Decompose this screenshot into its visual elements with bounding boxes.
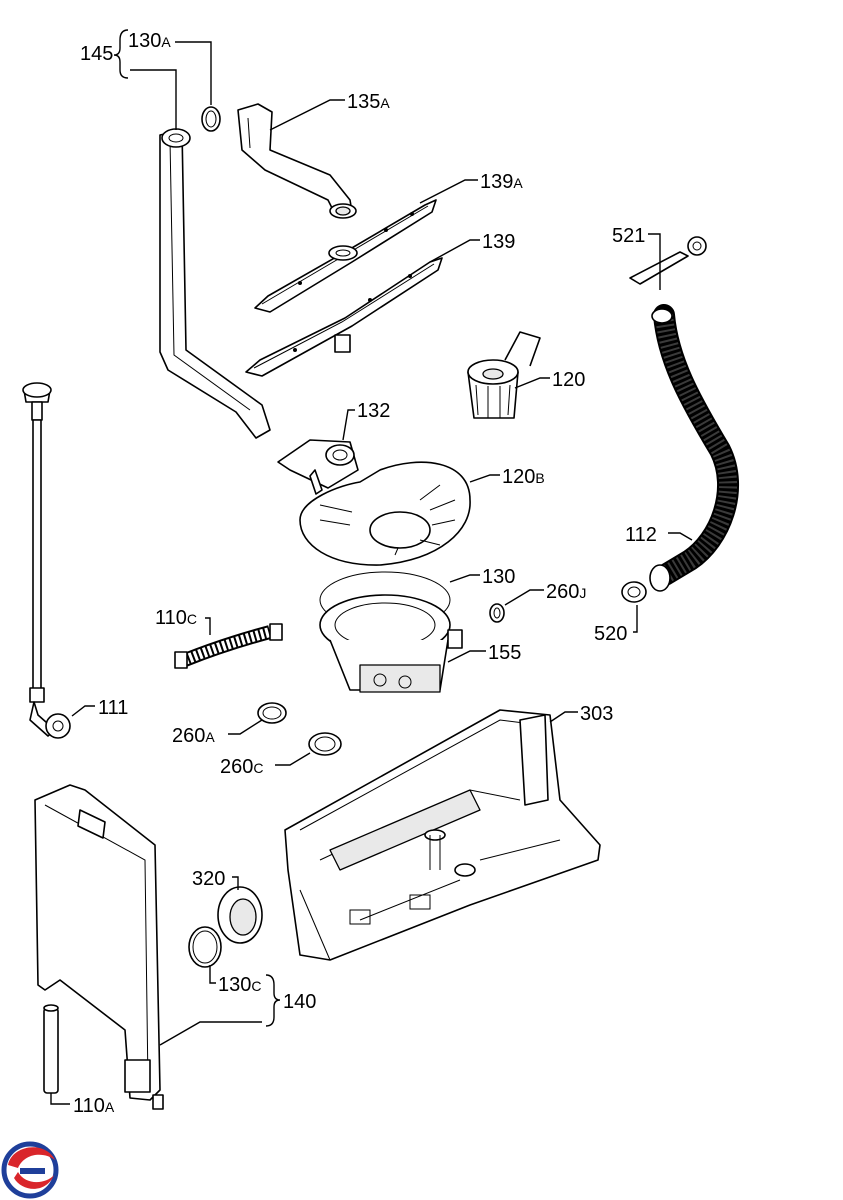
label-303: 303 [580, 703, 613, 725]
part-111-inlet-hose [22, 382, 71, 739]
part-155-sump [319, 594, 463, 693]
part-140-tank [34, 784, 164, 1110]
label-260a: 260A [172, 725, 215, 747]
callout-labels: 145 130A 135A 139A 139 521 120 132 120B … [73, 30, 657, 1117]
part-139-lower-spray-arm [245, 257, 443, 377]
label-260j: 260J [546, 581, 586, 603]
label-130a: 130A [128, 30, 171, 52]
label-520: 520 [594, 623, 627, 645]
label-155: 155 [488, 642, 521, 664]
part-110c-hose [174, 623, 283, 669]
label-521: 521 [612, 225, 645, 247]
label-139a: 139A [480, 171, 523, 193]
brand-logo-icon [1, 1141, 59, 1199]
label-132: 132 [357, 400, 390, 422]
label-130c: 130C [218, 974, 262, 996]
label-120b: 120B [502, 466, 545, 488]
label-120: 120 [552, 369, 585, 391]
part-260a-clamp [257, 702, 287, 724]
part-145-supply-tube [159, 128, 271, 439]
leader-lines [50, 41, 693, 1105]
part-521-cap [629, 236, 707, 285]
part-260j-clamp [489, 603, 505, 623]
part-112-drain-hose [649, 304, 739, 592]
label-139: 139 [482, 231, 515, 253]
bracket-145 [113, 29, 129, 79]
label-111: 111 [98, 697, 128, 719]
part-110a-tube [43, 1004, 59, 1094]
label-135a: 135A [347, 91, 390, 113]
label-110a: 110A [73, 1095, 115, 1117]
bracket-140 [265, 974, 281, 1027]
part-303-base-frame [284, 709, 601, 961]
label-112: 112 [625, 524, 657, 546]
part-130a-oring [201, 106, 221, 132]
label-260c: 260C [220, 756, 264, 778]
label-320: 320 [192, 868, 225, 890]
part-132-valve [277, 439, 359, 495]
part-130c-ring [188, 926, 222, 968]
part-260c-clamp [308, 732, 342, 756]
part-139a-upper-spray-arm [254, 199, 437, 313]
label-140: 140 [283, 991, 316, 1013]
label-110c: 110C [155, 607, 197, 629]
label-145: 145 [80, 43, 113, 65]
label-130: 130 [482, 566, 515, 588]
part-120-filter [467, 331, 541, 419]
part-135a-arm-bracket [237, 103, 357, 219]
part-120b-filter-plate [299, 461, 471, 566]
part-520-clamp [621, 581, 647, 603]
part-320-seal [217, 886, 263, 944]
